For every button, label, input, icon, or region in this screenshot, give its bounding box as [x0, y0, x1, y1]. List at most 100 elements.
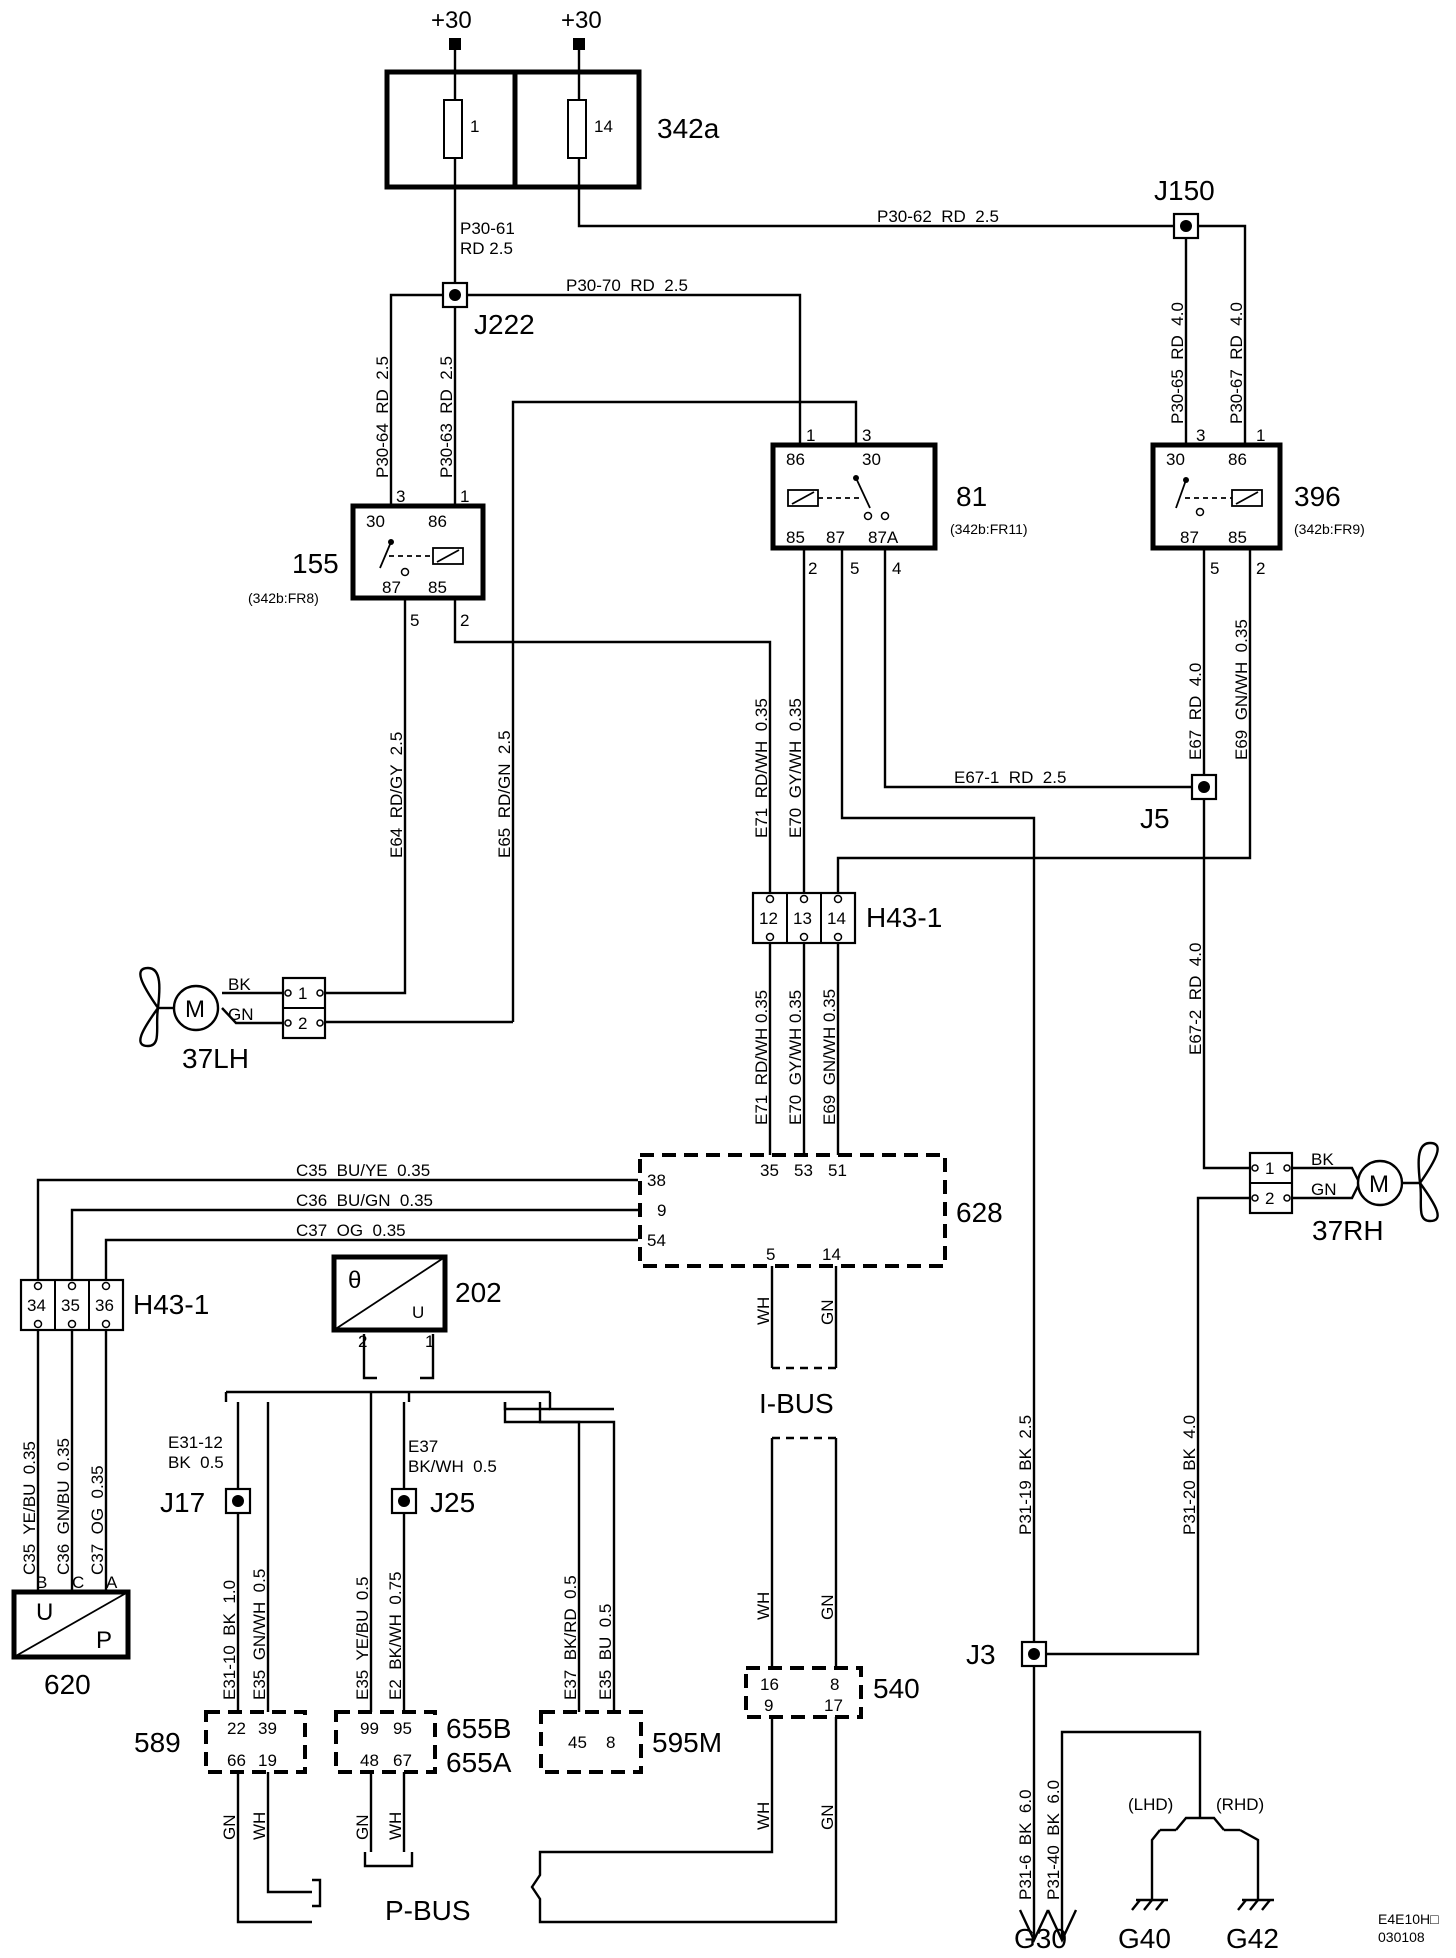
svg-text:5: 5: [850, 559, 859, 578]
sensor-620-id: 620: [44, 1669, 91, 1700]
sensor-202-id: 202: [455, 1277, 502, 1308]
junction-j5: J5: [1140, 773, 1218, 834]
module-595m: 45 8 595M: [539, 1710, 722, 1774]
wire-gn-655a: GN: [353, 1815, 372, 1841]
wire-p30-67: P30-67 RD 4.0: [1227, 302, 1246, 424]
svg-text:39: 39: [258, 1719, 277, 1738]
wire-e37-c: E37 BK/RD 0.5: [561, 1575, 580, 1700]
wire-wh-655a: WH: [386, 1812, 405, 1840]
wire-wh-540-b: WH: [754, 1802, 773, 1830]
wire-e69-a: E69 GN/WH 0.35: [1232, 619, 1251, 760]
wire-e35-c: E35 BU 0.5: [596, 1604, 615, 1700]
svg-text:36: 36: [95, 1296, 114, 1315]
svg-text:9: 9: [764, 1696, 773, 1715]
svg-text:22: 22: [227, 1719, 246, 1738]
wire-e37-b: BK/WH 0.5: [408, 1457, 497, 1476]
wire-c37: C37 OG 0.35: [296, 1221, 406, 1240]
svg-text:87A: 87A: [868, 528, 899, 547]
wire-p30-64: P30-64 RD 2.5: [373, 356, 392, 478]
svg-text:1: 1: [806, 426, 815, 445]
svg-text:J17: J17: [160, 1487, 205, 1518]
svg-text:87: 87: [382, 578, 401, 597]
ecu-628-id: 628: [956, 1197, 1003, 1228]
motor-37lh: 1 2 BK GN M 37LH: [139, 966, 327, 1074]
svg-text:4: 4: [892, 559, 901, 578]
module-540-id: 540: [873, 1673, 920, 1704]
wire-e71-a: E71 RD/WH 0.35: [752, 698, 771, 838]
svg-text:35: 35: [61, 1296, 80, 1315]
svg-text:GN: GN: [1311, 1180, 1337, 1199]
svg-text:B: B: [36, 1573, 47, 1592]
wire-e70-a: E70 GY/WH 0.35: [786, 698, 805, 838]
wire-e31-10: E31-10 BK 1.0: [220, 1580, 239, 1700]
diagram-ref: E4E10H□: [1378, 1911, 1439, 1927]
module-655: 99 95 48 67 655B 655A: [334, 1710, 512, 1778]
relay-81-ref: (342b:FR11): [950, 521, 1028, 537]
ibus-label: I-BUS: [759, 1388, 834, 1419]
svg-text:14: 14: [827, 909, 846, 928]
diagram-date: 030108: [1378, 1929, 1425, 1945]
relay-155-id: 155: [292, 548, 339, 579]
wire-e65: E65 RD/GN 2.5: [495, 730, 514, 858]
wire-c36: C36 BU/GN 0.35: [296, 1191, 433, 1210]
svg-text:BK: BK: [228, 975, 251, 994]
svg-text:34: 34: [27, 1296, 46, 1315]
svg-text:1: 1: [1256, 426, 1265, 445]
wire-p30-63: P30-63 RD 2.5: [437, 356, 456, 478]
module-589: 22 39 66 19 589: [134, 1710, 307, 1774]
svg-text:30: 30: [862, 450, 881, 469]
ecu-628: 35 53 51 38 9 54 5 14 628: [638, 1153, 1003, 1268]
svg-text:J25: J25: [430, 1487, 475, 1518]
svg-text:1: 1: [425, 1332, 434, 1351]
sensor-202: θ U 2 1 202: [331, 1254, 502, 1351]
relay-155: 30 86 87 85 3 1 5 2 155 (342b:FR8): [248, 487, 486, 630]
svg-text:86: 86: [1228, 450, 1247, 469]
supply-label: +30: [561, 7, 602, 34]
svg-text:3: 3: [862, 426, 871, 445]
module-655b-id: 655B: [446, 1713, 511, 1744]
svg-text:M: M: [1369, 1171, 1389, 1198]
svg-text:85: 85: [786, 528, 805, 547]
svg-text:2: 2: [1265, 1189, 1274, 1208]
svg-text:GN: GN: [228, 1005, 254, 1024]
lhd-label: (LHD): [1128, 1795, 1173, 1814]
junction-j222: J222: [441, 281, 535, 340]
relay-396-id: 396: [1294, 481, 1341, 512]
svg-text:U: U: [36, 1599, 53, 1626]
svg-text:86: 86: [428, 512, 447, 531]
svg-text:C: C: [72, 1573, 84, 1592]
wire-e37-a: E37: [408, 1437, 438, 1456]
svg-text:53: 53: [794, 1161, 813, 1180]
wire-e64: E64 RD/GY 2.5: [387, 732, 406, 858]
wire-p31-6: P31-6 BK 6.0: [1016, 1789, 1035, 1900]
svg-text:5: 5: [766, 1245, 775, 1264]
wire-e67-2: E67-2 RD 4.0: [1186, 943, 1205, 1055]
wire-wh-589: WH: [250, 1812, 269, 1840]
svg-text:67: 67: [393, 1751, 412, 1770]
wire-c36-v: C36 GN/BU 0.35: [54, 1438, 73, 1575]
rhd-label: (RHD): [1216, 1795, 1264, 1814]
wire-e70-b: E70 GY/WH 0.35: [786, 990, 805, 1125]
svg-text:5: 5: [410, 611, 419, 630]
svg-text:J150: J150: [1154, 175, 1215, 206]
svg-text:BK: BK: [1311, 1150, 1334, 1169]
module-655a-id: 655A: [446, 1747, 512, 1778]
svg-text:2: 2: [298, 1014, 307, 1033]
svg-text:48: 48: [360, 1751, 379, 1770]
wire-e35-a: E35 GN/WH 0.5: [250, 1569, 269, 1700]
svg-text:54: 54: [647, 1231, 666, 1250]
svg-text:1: 1: [298, 984, 307, 1003]
relay-81-id: 81: [956, 481, 987, 512]
svg-text:3: 3: [1196, 426, 1205, 445]
relay-81: 1 3 86 30 85 87 87A 2 5 4 81 (342b:FR11): [770, 426, 1028, 578]
svg-text:2: 2: [358, 1332, 367, 1351]
wire-e31-12-b: BK 0.5: [168, 1453, 224, 1472]
wire-wh-628: WH: [754, 1297, 773, 1325]
module-589-id: 589: [134, 1727, 181, 1758]
svg-text:J222: J222: [474, 309, 535, 340]
svg-text:14: 14: [822, 1245, 841, 1264]
relay-396-ref: (342b:FR9): [1294, 521, 1365, 537]
svg-text:86: 86: [786, 450, 805, 469]
svg-text:45: 45: [568, 1733, 587, 1752]
svg-text:8: 8: [606, 1733, 615, 1752]
